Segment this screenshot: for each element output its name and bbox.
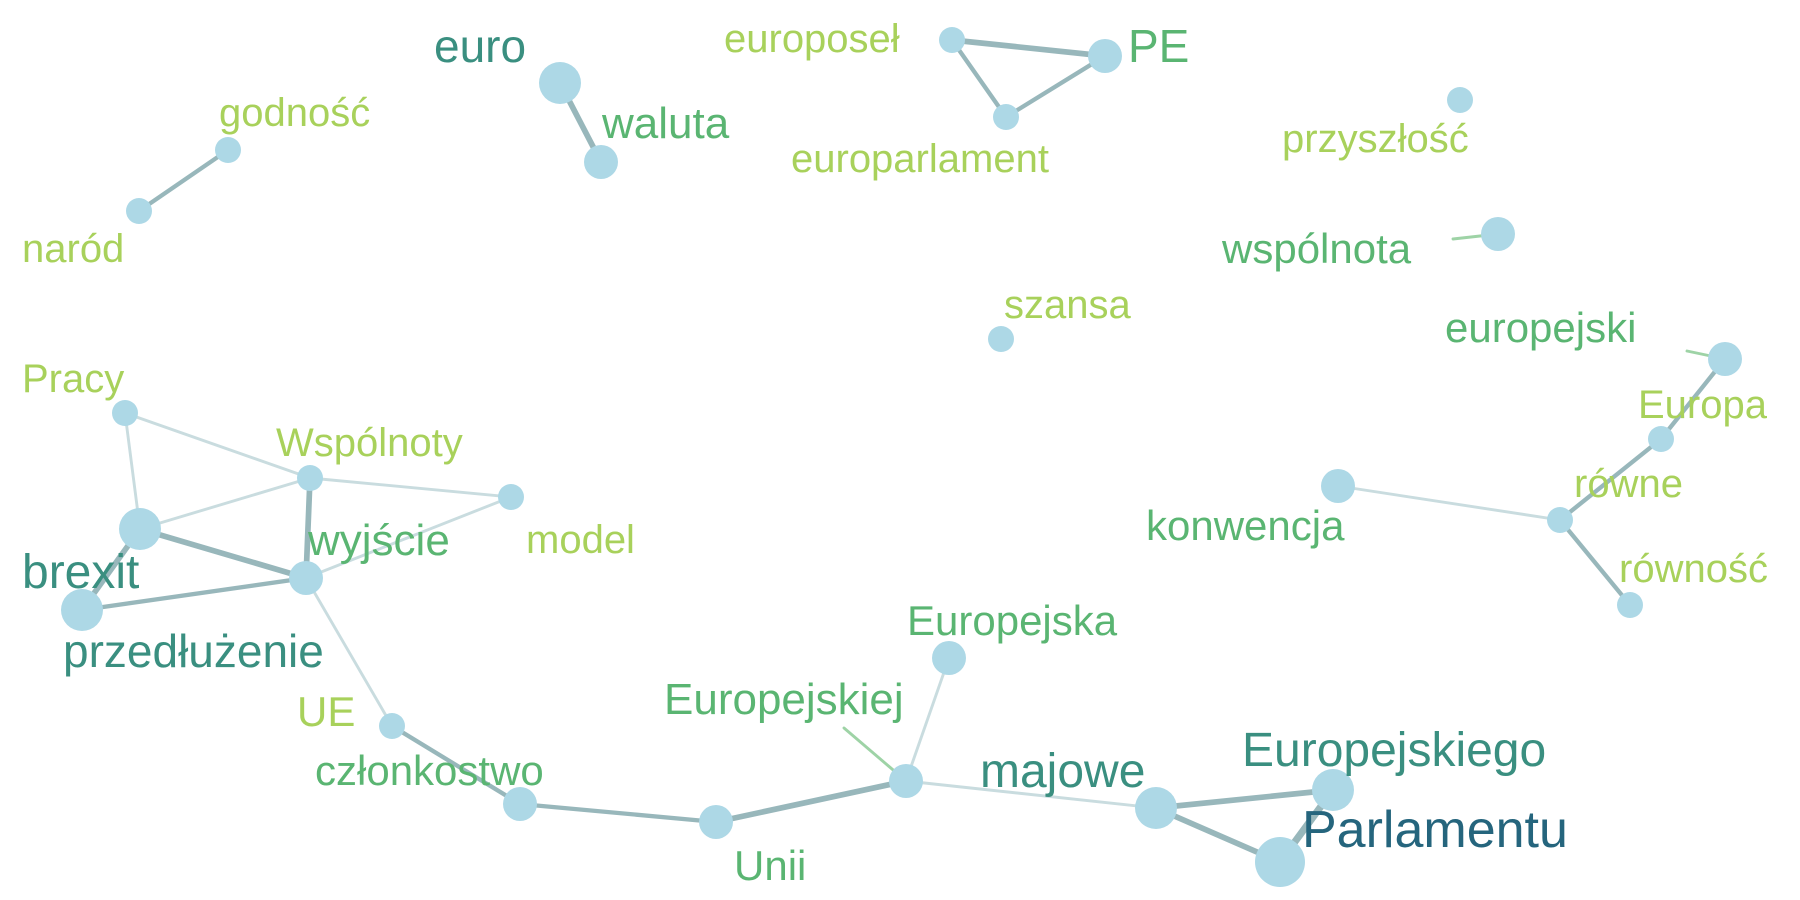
node-przedluzenie — [61, 589, 103, 631]
label-PE: PE — [1128, 20, 1189, 72]
label-waluta: waluta — [601, 99, 730, 148]
node-europejski — [1708, 342, 1742, 376]
edge-majowe-Europejskiego — [1153, 787, 1336, 811]
edge-Europa-rowne — [1557, 436, 1664, 523]
edge-PE-europarlament — [1003, 53, 1108, 120]
node-Europa — [1648, 426, 1674, 452]
edge-rowne-rownosc — [1557, 517, 1633, 608]
edge-rowne-konwencja — [1336, 484, 1562, 522]
label-Europejskiej: Europejskiej — [664, 675, 904, 724]
label-rownosc: równość — [1619, 547, 1768, 591]
label-czlonkostwo: członkostwo — [315, 747, 544, 794]
node-wyjscie — [289, 561, 323, 595]
node-wspolnota — [1481, 217, 1515, 251]
label-euro: euro — [434, 20, 526, 72]
label-europarlament: europarlament — [791, 137, 1049, 181]
label-europosel: europoseł — [724, 17, 900, 61]
edge-czlonkostwo-Unii — [517, 801, 719, 825]
label-wspolnota: wspólnota — [1221, 225, 1412, 272]
node-rowne — [1547, 507, 1573, 533]
label-przyszlosc: przyszłość — [1282, 117, 1469, 161]
label-wyjscie: wyjście — [307, 516, 450, 565]
label-przedluzenie: przedłużenie — [63, 625, 324, 677]
node-brexit — [119, 508, 161, 550]
label-konwencja: konwencja — [1146, 502, 1345, 549]
node-europarlament — [993, 104, 1019, 130]
label-godnosc: godność — [219, 91, 370, 135]
node-rownosc — [1617, 592, 1643, 618]
edge-Pracy-Wspolnoty — [123, 411, 312, 480]
node-waluta — [584, 145, 618, 179]
node-model — [498, 484, 524, 510]
node-konwencja — [1321, 469, 1355, 503]
label-Europejskiego: Europejskiego — [1242, 724, 1546, 777]
node-szansa — [988, 326, 1014, 352]
edge-Wspolnoty-model — [308, 476, 513, 499]
label-Pracy: Pracy — [22, 357, 124, 401]
label-narod: naród — [22, 227, 124, 271]
node-godnosc — [215, 137, 241, 163]
label-Wspolnoty: Wspólnoty — [276, 421, 463, 465]
label-model: model — [526, 518, 635, 562]
edge-godnosc-narod — [136, 147, 231, 214]
node-euro — [539, 62, 581, 104]
edge-UE-czlonkostwo — [389, 723, 523, 807]
node-Europejska — [932, 641, 966, 675]
edge-Europejskiej-Europejska — [904, 656, 951, 783]
label-rowne: równe — [1574, 462, 1683, 506]
label-majowe: majowe — [980, 745, 1145, 798]
label-szansa: szansa — [1004, 283, 1131, 327]
node-czlonkostwo — [503, 787, 537, 821]
label-europejski: europejski — [1445, 304, 1636, 351]
edge-brexit-wyjscie — [137, 526, 309, 581]
node-Pracy — [112, 400, 138, 426]
node-narod — [126, 198, 152, 224]
edge-Wspolnoty-brexit — [138, 476, 312, 531]
label-Europejska: Europejska — [907, 597, 1118, 644]
edge-model-wyjscie — [304, 495, 513, 580]
node-PE — [1088, 39, 1122, 73]
node-Europejskiej — [889, 764, 923, 798]
label-layer: euro waluta europoseł PE europarlament godnoś… — [22, 17, 1768, 889]
node-przyszlosc — [1447, 87, 1473, 113]
label-Unii: Unii — [734, 842, 806, 889]
node-europosel — [939, 27, 965, 53]
edge-europosel-PE — [949, 37, 1108, 59]
edge-Unii-Europejskiej — [713, 778, 909, 825]
node-Parlamentu — [1255, 837, 1305, 887]
node-Unii — [699, 805, 733, 839]
label-UE: UE — [297, 688, 355, 735]
label-Parlamentu: Parlamentu — [1302, 801, 1568, 859]
node-Wspolnoty — [297, 465, 323, 491]
edge-przedluzenie-wyjscie — [79, 575, 309, 613]
edge-Europejskiej-majowe — [904, 779, 1158, 810]
node-layer — [61, 27, 1742, 887]
edge-europejski-Europa — [1658, 356, 1728, 442]
node-Europejskiego — [1312, 769, 1354, 811]
edge-wyjscie-UE — [304, 576, 394, 728]
node-UE — [379, 713, 405, 739]
node-majowe — [1135, 787, 1177, 829]
label-brexit: brexit — [22, 546, 139, 599]
label-Europa: Europa — [1638, 383, 1768, 427]
edge-europosel-europarlament — [949, 37, 1009, 120]
